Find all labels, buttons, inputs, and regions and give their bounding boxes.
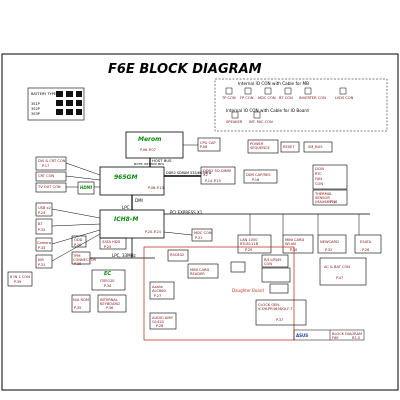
lan-name: LAN 1000 RTL8111B <box>240 238 259 246</box>
rj-con: RJ11/RJ45 CON <box>264 258 282 266</box>
port-label: BT CON <box>279 96 293 100</box>
battery-cell: 3S2P <box>31 107 40 111</box>
cpu-page: P.06-P.07 <box>140 148 156 152</box>
flash-reader: 8 IN 1 CON <box>10 275 30 279</box>
newcard-page: P.32 <box>325 248 333 252</box>
nb-name: 965GM <box>114 174 138 181</box>
left-page: P.31 <box>38 263 46 267</box>
sata-page: P.25 <box>104 245 112 249</box>
sb-page: P.20-P.24 <box>145 230 161 234</box>
daughter-board-label: Daughter Board <box>232 288 264 293</box>
flash-reader-page: P.39 <box>14 280 22 284</box>
minicard-page: P.30 <box>290 248 298 252</box>
battery-label: BATTERY TYPE <box>31 92 57 96</box>
kbd-name: INTERNAL KEYBOARD <box>100 298 120 306</box>
power-sequence: POWER SEQUENCE <box>250 142 270 150</box>
clock-name: CLOCK GEN. ICS9LPR363DGLF-T <box>258 303 293 311</box>
acbat-name: AC & BAT CON <box>324 265 350 269</box>
azalia-name: Azalia ALC660 <box>152 285 166 293</box>
left-item: DVI & CRT CON <box>38 159 66 163</box>
mdc-name: MDC CON <box>194 231 212 235</box>
ec-page: P.34 <box>104 284 112 288</box>
odd-page: P.26 <box>74 243 82 247</box>
thermal-item: DCIN <box>315 167 325 171</box>
company-logo: ASUS <box>296 333 309 338</box>
dmi-label: DMI <box>135 198 143 203</box>
clock-page: P.37 <box>276 318 284 322</box>
port-label: FP CON <box>240 96 254 100</box>
lpc-bus-label: LPC, 33MHz <box>112 253 136 258</box>
hdmi-label: HDMI <box>80 185 93 190</box>
ricoh-name: R5C832 <box>170 253 185 257</box>
thermal-page: P.46 <box>330 200 338 204</box>
host-bus-note: NOTE: 667/800 MHz <box>134 162 165 166</box>
port-label: INVERTER CON <box>299 96 326 100</box>
cpu-name: Merom <box>138 136 162 143</box>
newcard-name: NEWCARD <box>320 240 339 244</box>
ddr-cap-name: DDR CAP/RES <box>246 173 271 177</box>
host-bus-label: HOST BUS <box>152 158 172 163</box>
ddr-cap-page: P.16 <box>252 178 260 182</box>
sata-name: SATA HDD <box>102 240 121 244</box>
kbd-page: P.36 <box>106 306 114 310</box>
tpm-page: P.38 <box>74 262 82 266</box>
sb-name: ICH8-M <box>114 216 139 223</box>
internal-io-label: Internal IO CON with Cable for IO Board <box>226 108 309 113</box>
left-item: CRT CON <box>38 174 55 178</box>
nb-page: P.08-P.13 <box>148 186 164 190</box>
azalia-page: P.27 <box>154 294 162 298</box>
nvram-name: N/A ROM <box>73 298 89 302</box>
mdc-page: P.31 <box>195 236 203 240</box>
left-item: Camera <box>37 241 52 245</box>
cardreader-name: MINI CARD READER <box>190 268 210 276</box>
sdram-bus: DDR2 SDRAM 533/667MHz <box>166 171 212 175</box>
minicard-name: MINI CARD WLAN <box>285 238 305 246</box>
sdram-name: DDR2 SO-DIMM X2 <box>203 169 231 177</box>
esata-name: ESATA <box>360 240 372 244</box>
left-page: P.33 <box>38 228 46 232</box>
reset-label: RESET <box>283 145 295 149</box>
title-block-model: F6E <box>332 336 339 340</box>
lpc-label: LPC <box>122 205 130 210</box>
diagram-title: F6E BLOCK DIAGRAM <box>108 62 262 77</box>
ec-sub: IT8512E <box>100 279 115 283</box>
esata-page: P.26 <box>362 248 370 252</box>
tpm-name: TPM CONNECTOR <box>73 254 97 262</box>
cpu-cap: CPU CAP P.06 <box>200 141 216 149</box>
thermal-sensor: THERMAL SENSOR (MAX6657) <box>315 192 335 204</box>
thermal-item: RTC <box>315 172 322 176</box>
ec-name: EC <box>104 271 112 277</box>
left-item: BT <box>38 222 43 226</box>
audio-amp-name: AUDIO AMP G1420 <box>152 316 173 324</box>
audio-amp-page: P.28 <box>156 324 164 328</box>
acbat-page: P.47 <box>336 276 344 280</box>
title-block-rev: R1.0 <box>352 336 361 340</box>
sdram-page: P.14-P.15 <box>205 179 221 183</box>
left-page: P.17 <box>42 164 50 168</box>
port-label: LVDS CON <box>335 96 354 100</box>
port-label: TP CON <box>222 96 236 100</box>
nvram-page: P.35 <box>74 306 82 310</box>
port-label: INT. MIC CON <box>249 120 273 124</box>
internal-mb-label: Internal IO CON with Cable for MB <box>238 81 310 86</box>
title-block-title: BLOCK DIAGRAM <box>332 332 363 336</box>
battery-cell: 3S1P <box>31 102 40 106</box>
thermal-item: FAN <box>315 177 322 181</box>
port-label: MDC CON <box>258 96 276 100</box>
battery-cell: 3S3P <box>31 112 40 116</box>
smbus-label: SM_BUS <box>308 145 323 149</box>
left-page: P.24 <box>38 211 46 215</box>
left-item: KIR <box>38 258 44 262</box>
lan-page: P.29 <box>245 248 253 252</box>
left-item: USB x2 <box>38 206 51 210</box>
left-page: P.33 <box>38 246 46 250</box>
thermal-item: CON <box>315 182 324 186</box>
port-label: SPEAKER <box>226 120 243 124</box>
pci-label: PCI EXPRESS X1 <box>170 210 203 215</box>
left-item: TV OUT CON <box>38 185 61 189</box>
odd-name: ODD <box>74 238 83 242</box>
